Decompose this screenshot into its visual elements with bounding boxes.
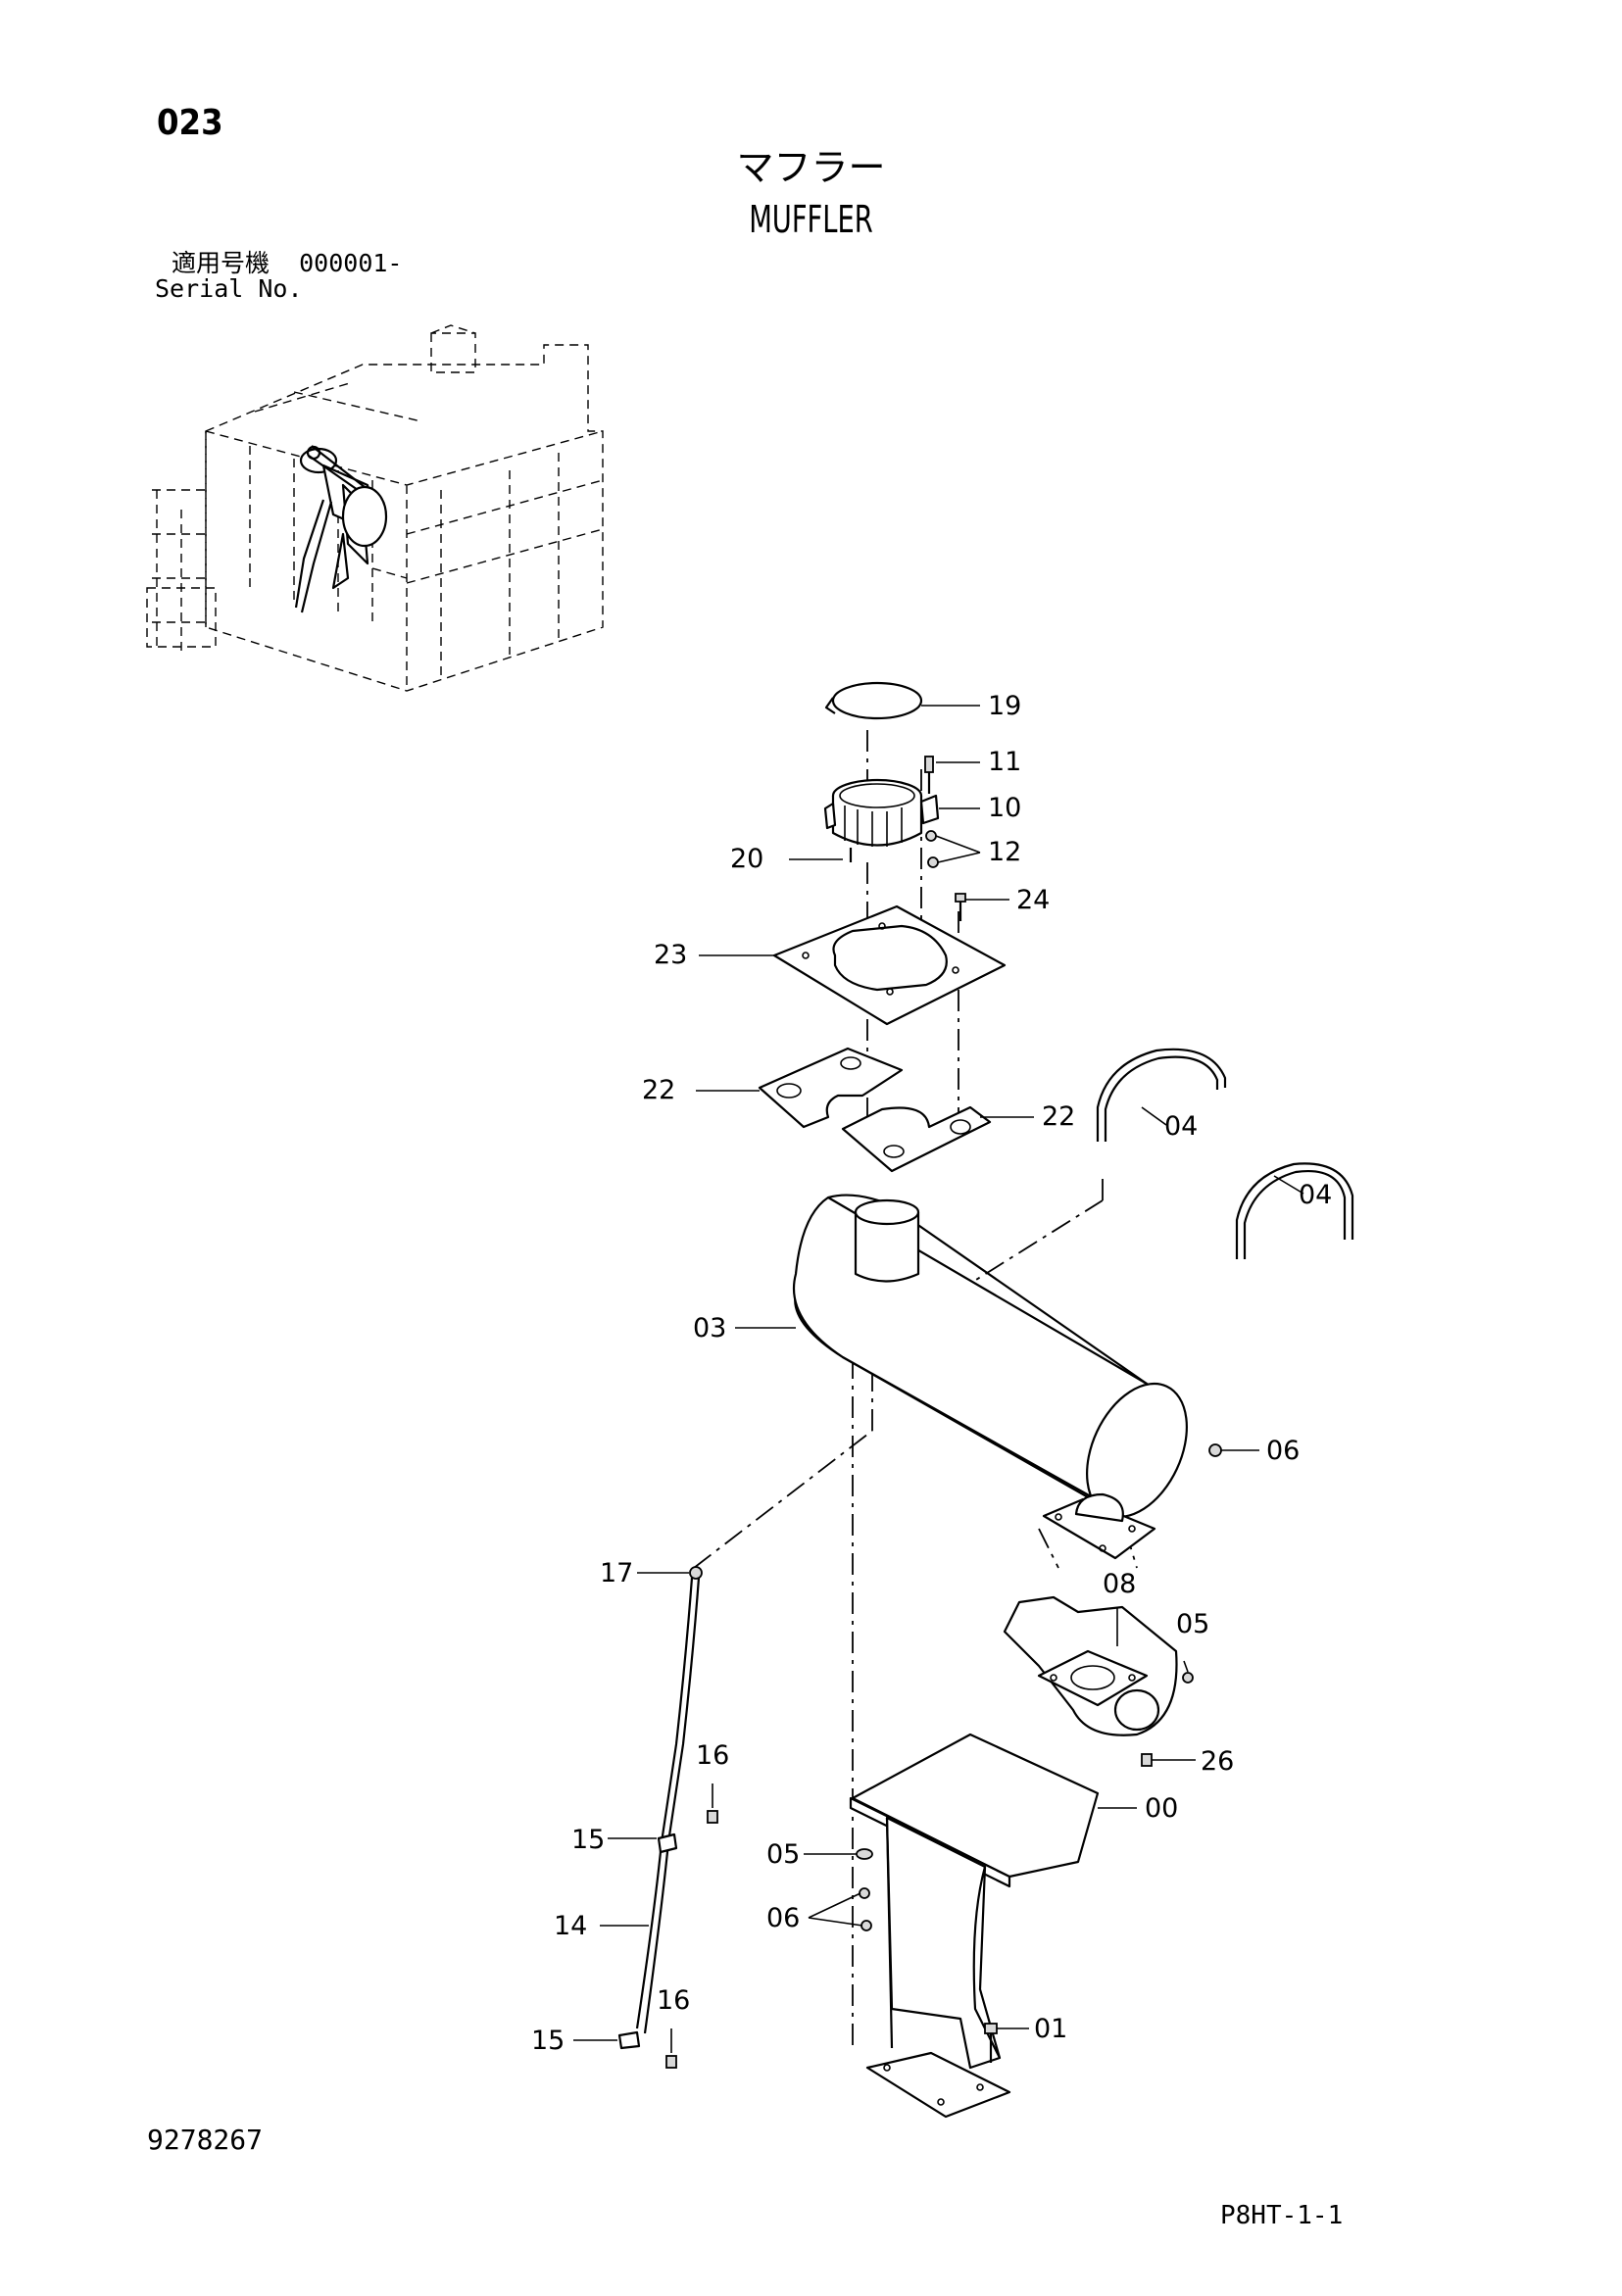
label-22-left: 22 [642,1075,675,1105]
part-08-elbow [1003,1595,1196,1767]
label-15-upper: 15 [571,1825,605,1855]
part-14-drain-tube [573,1566,718,2069]
label-14: 14 [554,1911,587,1941]
label-23: 23 [654,940,687,970]
label-20: 20 [730,844,763,874]
part-23-flange-plate [699,893,1009,1026]
part-19-rain-cap [824,681,980,720]
title-japanese: マフラー [736,146,886,189]
serial-label-jp: 適用号機 [172,249,270,277]
location-thumbnail [146,324,604,692]
title-english: MUFFLER [749,198,873,241]
label-22-right: 22 [1042,1101,1075,1132]
label-05-upper: 05 [1176,1609,1209,1639]
label-17: 17 [600,1558,633,1588]
label-06-upper: 06 [1266,1436,1300,1466]
part-number-labels: 19 11 10 12 20 24 23 22 22 04 04 03 06 0… [531,691,1332,2056]
label-11: 11 [988,747,1021,777]
label-00: 00 [1145,1793,1178,1824]
part-22-gaskets [696,1047,1034,1173]
label-01: 01 [1034,2014,1067,2044]
label-10: 10 [988,793,1021,823]
label-03: 03 [693,1313,726,1343]
document-number: 9278267 [147,2124,264,2156]
part-10-clamp [789,756,981,868]
label-08: 08 [1103,1569,1136,1599]
label-26: 26 [1201,1746,1234,1777]
label-15-lower: 15 [531,2026,565,2056]
label-05-lower: 05 [766,1839,800,1870]
label-19: 19 [988,691,1021,721]
part-00-support-bracket [804,1733,1137,2119]
page-code: 023 [157,103,223,143]
label-04-lower: 04 [1299,1180,1332,1210]
serial-range: 000001- [299,249,403,277]
sheet-code: P8HT-1-1 [1220,2201,1344,2230]
label-16-upper: 16 [696,1740,729,1771]
label-12: 12 [988,837,1021,867]
serial-label-en: Serial No. [155,274,303,303]
label-16-lower: 16 [657,1985,690,2016]
label-24: 24 [1016,885,1050,915]
label-04-upper: 04 [1164,1111,1198,1142]
serial-applicability: 適用号機 000001- [172,251,402,275]
label-06-lower: 06 [766,1903,800,1933]
part-04-rods [1096,1048,1354,1259]
part-03-muffler-body [735,1194,1259,1560]
